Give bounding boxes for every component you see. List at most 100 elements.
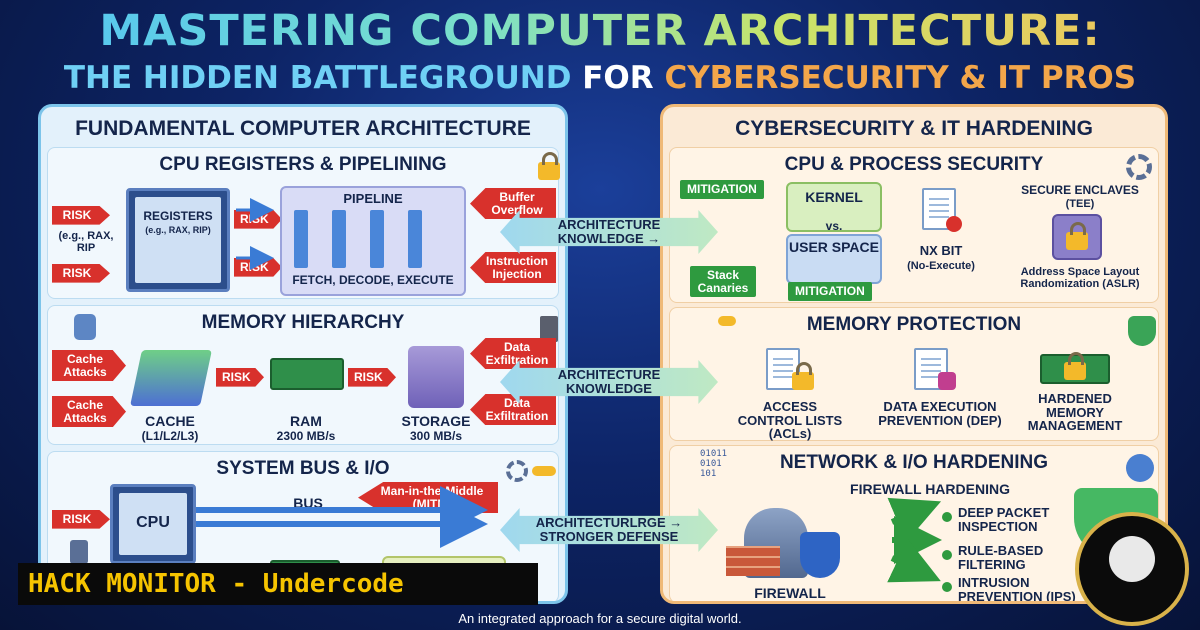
- cpu-process-security-section: CPU & PROCESS SECURITY MITIGATION KERNEL…: [669, 147, 1159, 303]
- firewall-arrow: [887, 538, 941, 583]
- cache-attacks-threat: Cache Attacks: [52, 350, 126, 382]
- nx-bit-label: NX BIT: [919, 243, 963, 258]
- cpu-security-title: CPU & PROCESS SECURITY: [784, 154, 1044, 175]
- device-icon: [70, 540, 88, 564]
- memory-hierarchy-section: MEMORY HIERARCHY Cache Attacks Cache Att…: [47, 305, 559, 445]
- risk-label: RISK: [52, 510, 110, 529]
- ram-label: RAM: [290, 413, 322, 429]
- storage-icon: [408, 346, 464, 408]
- risk-label: RISK: [52, 264, 110, 283]
- firewall-label: FIREWALL: [754, 585, 826, 601]
- cpu-chip-icon: [110, 484, 196, 564]
- memory-section-title: MEMORY HIERARCHY: [201, 312, 405, 333]
- memory-protection-title: MEMORY PROTECTION: [806, 314, 1022, 335]
- ram-icon: [270, 358, 344, 390]
- risk-label: RISK: [52, 206, 110, 225]
- arrow-label: ARCHITECTURLRGE → STRONGER DEFENSE: [535, 515, 683, 544]
- buffer-overflow-threat: Buffer Overflow: [470, 188, 556, 220]
- bus-section-title: SYSTEM BUS & I/O: [216, 458, 390, 479]
- network-section-title: NETWORK & I/O HARDENING: [779, 452, 1049, 473]
- stack-canaries-label: Stack Canaries: [690, 266, 756, 298]
- server-icon: [540, 316, 558, 342]
- risk-label: RISK: [348, 368, 396, 387]
- rbf-label: RULE-BASED FILTERING: [958, 543, 1044, 572]
- pipeline-stage: [408, 210, 422, 268]
- cpu-registers-section: CPU REGISTERS & PIPELINING RISK (e.g., R…: [47, 147, 560, 299]
- left-panel-title: FUNDAMENTAL COMPUTER ARCHITECTURE: [75, 117, 531, 140]
- registers-label: REGISTERS: [143, 209, 213, 223]
- octopus-icon: [1109, 536, 1155, 582]
- cache-label: CACHE: [145, 413, 195, 429]
- pipeline-label: PIPELINE: [343, 191, 403, 206]
- key-icon: [718, 316, 736, 326]
- globe-icon: [1126, 454, 1154, 482]
- lock-icon: [1066, 222, 1088, 250]
- arrow-label: ARCHITECTURE KNOWLEDGE →: [557, 217, 661, 246]
- bullet-icon: [942, 582, 952, 592]
- shield-icon: [800, 532, 840, 578]
- main-subtitle: THE HIDDEN BATTLEGROUND FOR CYBERSECURIT…: [0, 60, 1200, 96]
- kernel-label: KERNEL: [805, 189, 863, 205]
- bus-label: BUS: [293, 495, 323, 511]
- gears-icon: [1126, 154, 1152, 180]
- gear-icon: [506, 460, 528, 482]
- instruction-injection-threat: Instruction Injection: [470, 252, 556, 284]
- risk-label: RISK: [216, 368, 264, 387]
- brick-wall-icon: [726, 546, 780, 576]
- data-exfiltration-threat: Data Exfiltration: [470, 394, 556, 426]
- dpi-label: DEEP PACKET INSPECTION: [958, 505, 1050, 534]
- cpu-label: CPU: [136, 514, 170, 531]
- firewall-hardening-label: FIREWALL HARDENING: [850, 481, 1010, 497]
- key-icon: [532, 466, 556, 476]
- data-exfiltration-threat: Data Exfiltration: [470, 338, 556, 370]
- subtitle-part-1: THE HIDDEN BATTLEGROUND: [63, 60, 583, 96]
- lock-icon: [1064, 352, 1086, 380]
- user-space-label: USER SPACE: [789, 239, 879, 255]
- brand-banner: HACK MONITOR - Undercode: [18, 563, 538, 605]
- x-shield-icon: [938, 372, 956, 390]
- firewall-arrow: [887, 497, 942, 543]
- lock-icon: [792, 362, 814, 390]
- registers-sub-label: (e.g., RAX, RIP): [145, 225, 211, 235]
- subtitle-part-2: FOR: [582, 60, 665, 96]
- bullet-icon: [942, 512, 952, 522]
- ram-speed: 2300 MB/s: [276, 429, 336, 443]
- ips-label: INTRUSION PREVENTION (IPS): [958, 575, 1076, 604]
- x-mark-icon: [946, 216, 962, 232]
- aslr-label: Address Space Layout Randomization (ASLR…: [1020, 266, 1140, 291]
- bullet-icon: [942, 550, 952, 560]
- pipeline-stage: [332, 210, 346, 268]
- tee-label: (TEE): [1065, 198, 1095, 210]
- vs-label: vs.: [825, 219, 843, 233]
- mitigation-label: MITIGATION: [788, 282, 872, 301]
- nx-bit-sub-label: (No-Execute): [907, 260, 975, 272]
- cpu-section-title: CPU REGISTERS & PIPELINING: [159, 154, 447, 175]
- registers-chip-icon: [126, 188, 230, 292]
- cache-attacks-threat: Cache Attacks: [52, 396, 126, 428]
- lock-icon: [538, 152, 560, 180]
- fetch-decode-execute-label: FETCH, DECODE, EXECUTE: [292, 273, 454, 287]
- storage-speed: 300 MB/s: [409, 429, 463, 443]
- arrow-label: ARCHITECTURE KNOWLEDGE: [557, 367, 661, 396]
- pipeline-stage: [370, 210, 384, 268]
- memory-protection-section: MEMORY PROTECTION ACCESS CONTROL LISTS (…: [669, 307, 1159, 441]
- octopus-logo-badge: [1075, 512, 1189, 626]
- registers-example: (e.g., RAX, RIP: [58, 230, 114, 255]
- hmm-label: HARDENED MEMORY MANAGEMENT: [1027, 391, 1123, 434]
- enclave-chip-icon: [1052, 214, 1102, 260]
- cache-sub-label: (L1/L2/L3): [141, 429, 199, 443]
- secure-enclaves-label: SECURE ENCLAVES: [1021, 183, 1139, 197]
- shield-check-icon: [1128, 316, 1156, 346]
- acl-label: ACCESS CONTROL LISTS (ACLs): [737, 399, 843, 442]
- mitigation-label: MITIGATION: [680, 180, 764, 199]
- database-icon: [74, 314, 96, 340]
- storage-label: STORAGE: [401, 413, 471, 429]
- right-panel-title: CYBERSECURITY & IT HARDENING: [735, 117, 1093, 140]
- subtitle-part-3: CYBERSECURITY & IT PROS: [664, 60, 1137, 96]
- tagline: An integrated approach for a secure digi…: [458, 611, 742, 626]
- kernel-box: [786, 182, 882, 232]
- pipeline-stage: [294, 210, 308, 268]
- dep-label: DATA EXECUTION PREVENTION (DEP): [878, 399, 1002, 428]
- main-title: MASTERING COMPUTER ARCHITECTURE:: [0, 6, 1200, 56]
